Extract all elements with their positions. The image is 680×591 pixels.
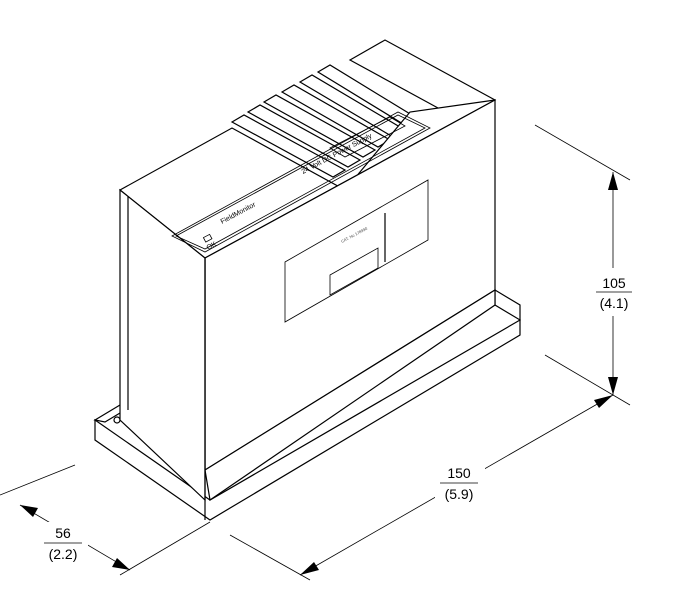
height-mm: 105	[602, 275, 626, 291]
status-led-label: OK	[206, 241, 219, 252]
depth-dimension: 56 (2.2)	[0, 464, 211, 576]
depth-in: (2.2)	[49, 546, 78, 562]
length-dimension: 150 (5.9)	[229, 394, 614, 581]
height-dimension: 105 (4.1)	[534, 124, 638, 406]
length-in: (5.9)	[445, 486, 474, 502]
length-mm: 150	[447, 465, 471, 481]
height-in: (4.1)	[600, 295, 629, 311]
depth-mm: 56	[55, 525, 71, 541]
